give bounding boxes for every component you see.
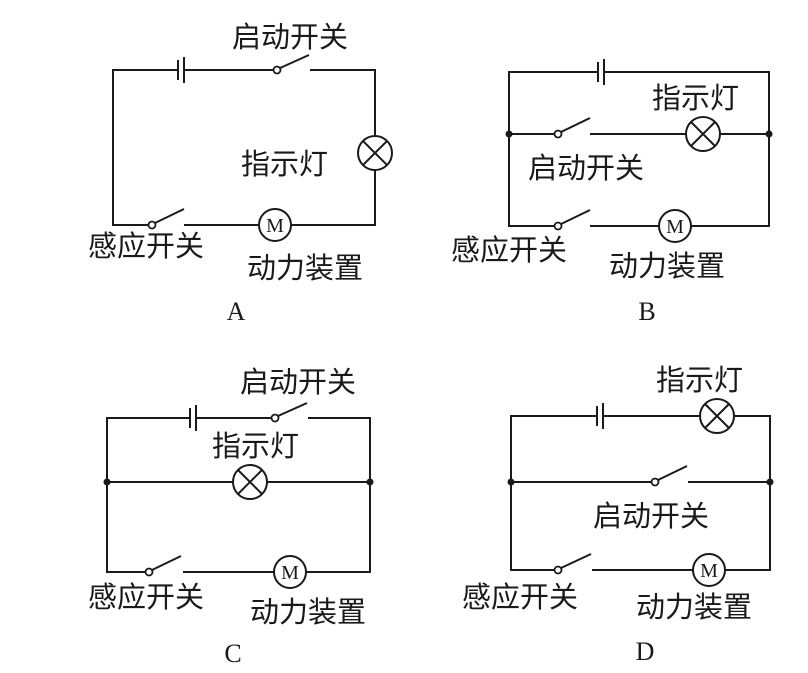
junction-node — [766, 478, 774, 486]
circuit-d: M 指示灯 启动开关 感应开关 动力装置 D — [462, 363, 774, 666]
indicator-lamp-label: 指示灯 — [241, 147, 328, 181]
junction-node — [103, 478, 111, 486]
wire — [305, 417, 371, 573]
battery-icon — [597, 59, 605, 85]
motor-symbol: M — [666, 216, 684, 238]
circuit-a: M 启动开关 指示灯 感应开关 动力装置 A — [88, 20, 393, 326]
wire — [106, 417, 191, 573]
wire — [310, 69, 376, 137]
sensor-switch-icon — [144, 555, 182, 577]
wire — [290, 169, 376, 226]
motor-icon: M — [692, 553, 726, 587]
junction-node — [366, 478, 374, 486]
sensor-switch-label: 感应开关 — [462, 580, 578, 614]
indicator-lamp-label: 指示灯 — [656, 363, 743, 397]
motor-symbol: M — [281, 562, 299, 584]
option-label: C — [224, 639, 241, 668]
indicator-lamp-icon — [232, 464, 268, 500]
option-label: B — [638, 297, 655, 326]
sensor-switch-label: 感应开关 — [88, 580, 204, 614]
motor-icon: M — [658, 209, 692, 243]
junction-node — [507, 478, 515, 486]
sensor-switch-icon — [553, 553, 592, 575]
start-switch-label: 启动开关 — [593, 499, 709, 533]
indicator-lamp-label: 指示灯 — [212, 429, 299, 463]
start-switch-label: 启动开关 — [528, 151, 644, 185]
sensor-switch-label: 感应开关 — [88, 229, 204, 263]
sensor-switch-label: 感应开关 — [451, 233, 567, 267]
motor-symbol: M — [266, 215, 284, 237]
junction-node — [505, 130, 513, 138]
battery-icon — [189, 405, 197, 431]
battery-icon — [177, 57, 185, 83]
indicator-lamp-icon — [685, 116, 721, 152]
start-switch-icon — [270, 402, 308, 423]
power-device-label: 动力装置 — [247, 251, 363, 285]
wire — [724, 415, 771, 571]
junction-node — [765, 130, 773, 138]
motor-icon: M — [273, 555, 307, 589]
start-switch-icon — [272, 54, 310, 75]
option-label: D — [636, 637, 655, 666]
start-switch-label: 启动开关 — [232, 20, 348, 54]
battery-icon — [596, 403, 604, 429]
sensor-switch-icon — [147, 208, 185, 230]
circuit-c: M 启动开关 指示灯 感应开关 动力装置 C — [88, 365, 374, 668]
start-switch-label: 启动开关 — [240, 365, 356, 399]
wire — [510, 415, 598, 571]
wire — [508, 71, 599, 227]
power-device-label: 动力装置 — [609, 249, 725, 283]
start-switch-icon — [650, 465, 688, 487]
wire — [112, 69, 177, 226]
indicator-lamp-label: 指示灯 — [652, 81, 739, 115]
option-label: A — [227, 297, 246, 326]
motor-icon: M — [258, 208, 292, 242]
motor-symbol: M — [700, 560, 718, 582]
start-switch-icon — [553, 117, 591, 139]
power-device-label: 动力装置 — [636, 590, 752, 624]
circuit-b: M 指示灯 启动开关 感应开关 动力装置 B — [451, 59, 773, 326]
power-device-label: 动力装置 — [250, 595, 366, 629]
indicator-lamp-icon — [357, 135, 393, 171]
wire — [603, 71, 770, 227]
sensor-switch-icon — [553, 209, 591, 231]
indicator-lamp-icon — [699, 398, 735, 434]
